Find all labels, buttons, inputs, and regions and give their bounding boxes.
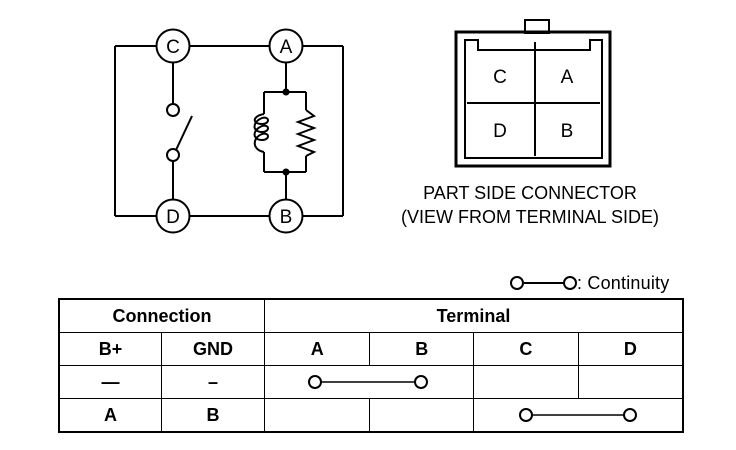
resistor-symbol (295, 109, 317, 157)
col-terminal-c: C (472, 332, 579, 366)
row2-continuity-cell (472, 398, 684, 433)
col-terminal-d: D (577, 332, 684, 366)
continuity-c-d (518, 408, 637, 422)
junction-dot (282, 168, 290, 176)
svg-text:A: A (280, 37, 293, 58)
continuity-table: Connection Terminal B+ GND A B C D — – A… (58, 298, 684, 433)
table-column-header-row: B+ GND A B C D (58, 332, 684, 366)
row1-gnd: – (161, 365, 265, 399)
row2-gnd: B (161, 398, 265, 433)
connector-cell-b: B (561, 121, 574, 142)
connector-cell-a: A (561, 67, 574, 88)
svg-text:D: D (166, 207, 180, 228)
connector-title: PART SIDE CONNECTOR (VIEW FROM TERMINAL … (365, 181, 695, 229)
table-group-header-row: Connection Terminal (58, 298, 684, 333)
svg-text:C: C (166, 37, 180, 58)
row2-bplus: A (58, 398, 162, 433)
col-terminal-b: B (369, 332, 474, 366)
table-row: — – (58, 365, 684, 399)
terminal-d: D (155, 198, 191, 234)
continuity-legend-label: : Continuity (577, 273, 670, 293)
switch-symbol (166, 103, 193, 162)
row1-d (577, 365, 684, 399)
terminal-b: B (268, 198, 304, 234)
coil-symbol (253, 113, 269, 153)
col-terminal-a: A (263, 332, 371, 366)
connector-cell-d: D (493, 121, 507, 142)
col-bplus: B+ (58, 332, 162, 366)
connector-drawing (454, 19, 612, 168)
svg-text:B: B (280, 207, 293, 228)
row2-a (263, 398, 371, 433)
terminal-c: C (155, 28, 191, 64)
junction-dot (282, 88, 290, 96)
connector-title-line2: (VIEW FROM TERMINAL SIDE) (400, 207, 659, 227)
row1-bplus: — (58, 365, 162, 399)
connection-header: Connection (58, 298, 265, 333)
continuity-a-b (307, 375, 428, 389)
connector-cell-c: C (493, 67, 507, 88)
row2-b (369, 398, 474, 433)
row1-c (472, 365, 579, 399)
terminal-a: A (268, 28, 304, 64)
col-gnd: GND (161, 332, 265, 366)
table-row: A B (58, 398, 684, 433)
connector-title-line1: PART SIDE CONNECTOR (423, 183, 637, 203)
row1-continuity-cell (263, 365, 474, 399)
terminal-header: Terminal (263, 298, 684, 333)
continuity-legend-symbol (510, 276, 577, 290)
